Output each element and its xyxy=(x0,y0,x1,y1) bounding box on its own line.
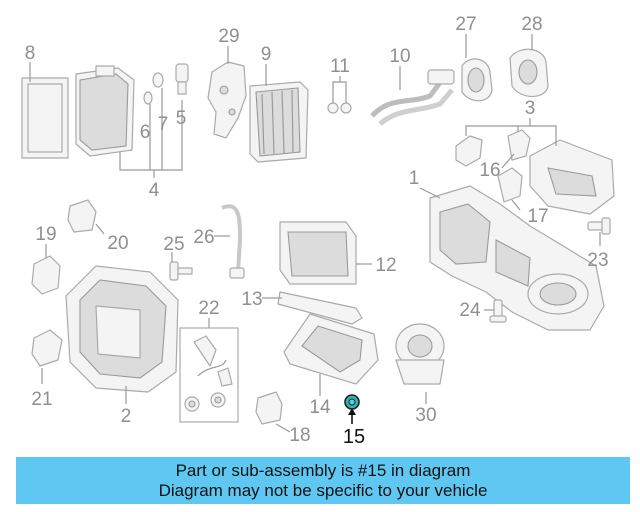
callout-2: 2 xyxy=(121,406,132,427)
part-10-pipes xyxy=(370,69,455,126)
part-26-hose xyxy=(221,204,245,279)
callout-16: 16 xyxy=(479,160,500,181)
callout-19: 19 xyxy=(35,224,56,245)
callout-8: 8 xyxy=(25,43,36,64)
part-21-actuator xyxy=(31,329,63,367)
callout-1: 1 xyxy=(409,168,420,189)
part-9-heater-core xyxy=(249,81,309,163)
part-23-screw xyxy=(587,217,611,235)
part-29-bracket xyxy=(207,61,247,139)
callout-29: 29 xyxy=(218,26,239,47)
callout-28: 28 xyxy=(521,14,542,35)
part-17-actuator xyxy=(497,167,523,203)
part-27-seal xyxy=(461,58,493,102)
part-3-actuator-a xyxy=(455,135,483,167)
callout-26: 26 xyxy=(193,227,214,248)
part-20-bracket xyxy=(67,199,97,233)
part-13-cover xyxy=(277,291,363,325)
part-5-valve xyxy=(175,63,189,95)
part-4-evaporator xyxy=(75,65,135,157)
callout-5: 5 xyxy=(176,108,187,129)
callout-21: 21 xyxy=(31,389,52,410)
callout-25: 25 xyxy=(163,234,184,255)
part-14-tray xyxy=(283,313,379,385)
callout-14: 14 xyxy=(309,397,331,418)
part-2-lower-housing xyxy=(65,265,179,393)
callout-3: 3 xyxy=(525,98,536,119)
callout-13: 13 xyxy=(241,289,262,310)
callout-18: 18 xyxy=(289,425,310,446)
callout-22: 22 xyxy=(198,298,219,319)
callout-27: 27 xyxy=(455,14,476,35)
part-30-blower-motor xyxy=(395,323,445,385)
callout-30: 30 xyxy=(415,405,436,426)
callout-24: 24 xyxy=(459,300,481,321)
part-1-hvac-housing xyxy=(429,185,605,331)
part-19-actuator xyxy=(31,255,61,295)
part-3-upper-housing xyxy=(529,139,615,215)
part-11-clips xyxy=(327,102,352,114)
banner-line-1: Part or sub-assembly is #15 in diagram xyxy=(175,460,471,480)
callout-9: 9 xyxy=(261,44,272,65)
banner-line-2: Diagram may not be specific to your vehi… xyxy=(158,480,488,500)
callout-17: 17 xyxy=(527,206,548,227)
part-15-fastener xyxy=(344,394,360,410)
callout-20: 20 xyxy=(107,233,128,254)
callout-23: 23 xyxy=(587,250,608,271)
part-18-actuator xyxy=(255,391,283,425)
callout-15: 15 xyxy=(343,426,365,448)
info-banner: Part or sub-assembly is #15 in diagram D… xyxy=(16,457,630,504)
part-25-bolt xyxy=(169,261,193,281)
callout-10: 10 xyxy=(389,46,410,67)
part-6-oring xyxy=(143,91,153,105)
part-7-oring xyxy=(152,72,164,88)
part-3-actuator-b xyxy=(507,129,531,161)
callout-12: 12 xyxy=(375,255,396,276)
callout-11: 11 xyxy=(330,56,350,77)
part-8-filter-frame xyxy=(21,77,69,159)
callout-7: 7 xyxy=(158,114,169,135)
callout-6: 6 xyxy=(140,122,151,143)
parts-diagram: 8 6 7 5 4 29 9 xyxy=(21,14,615,448)
callout-4: 4 xyxy=(149,180,160,201)
part-22-kit xyxy=(179,327,239,423)
part-12-filter xyxy=(279,221,357,285)
part-28-seal xyxy=(509,48,549,98)
callout-15-arrowhead xyxy=(348,408,356,415)
